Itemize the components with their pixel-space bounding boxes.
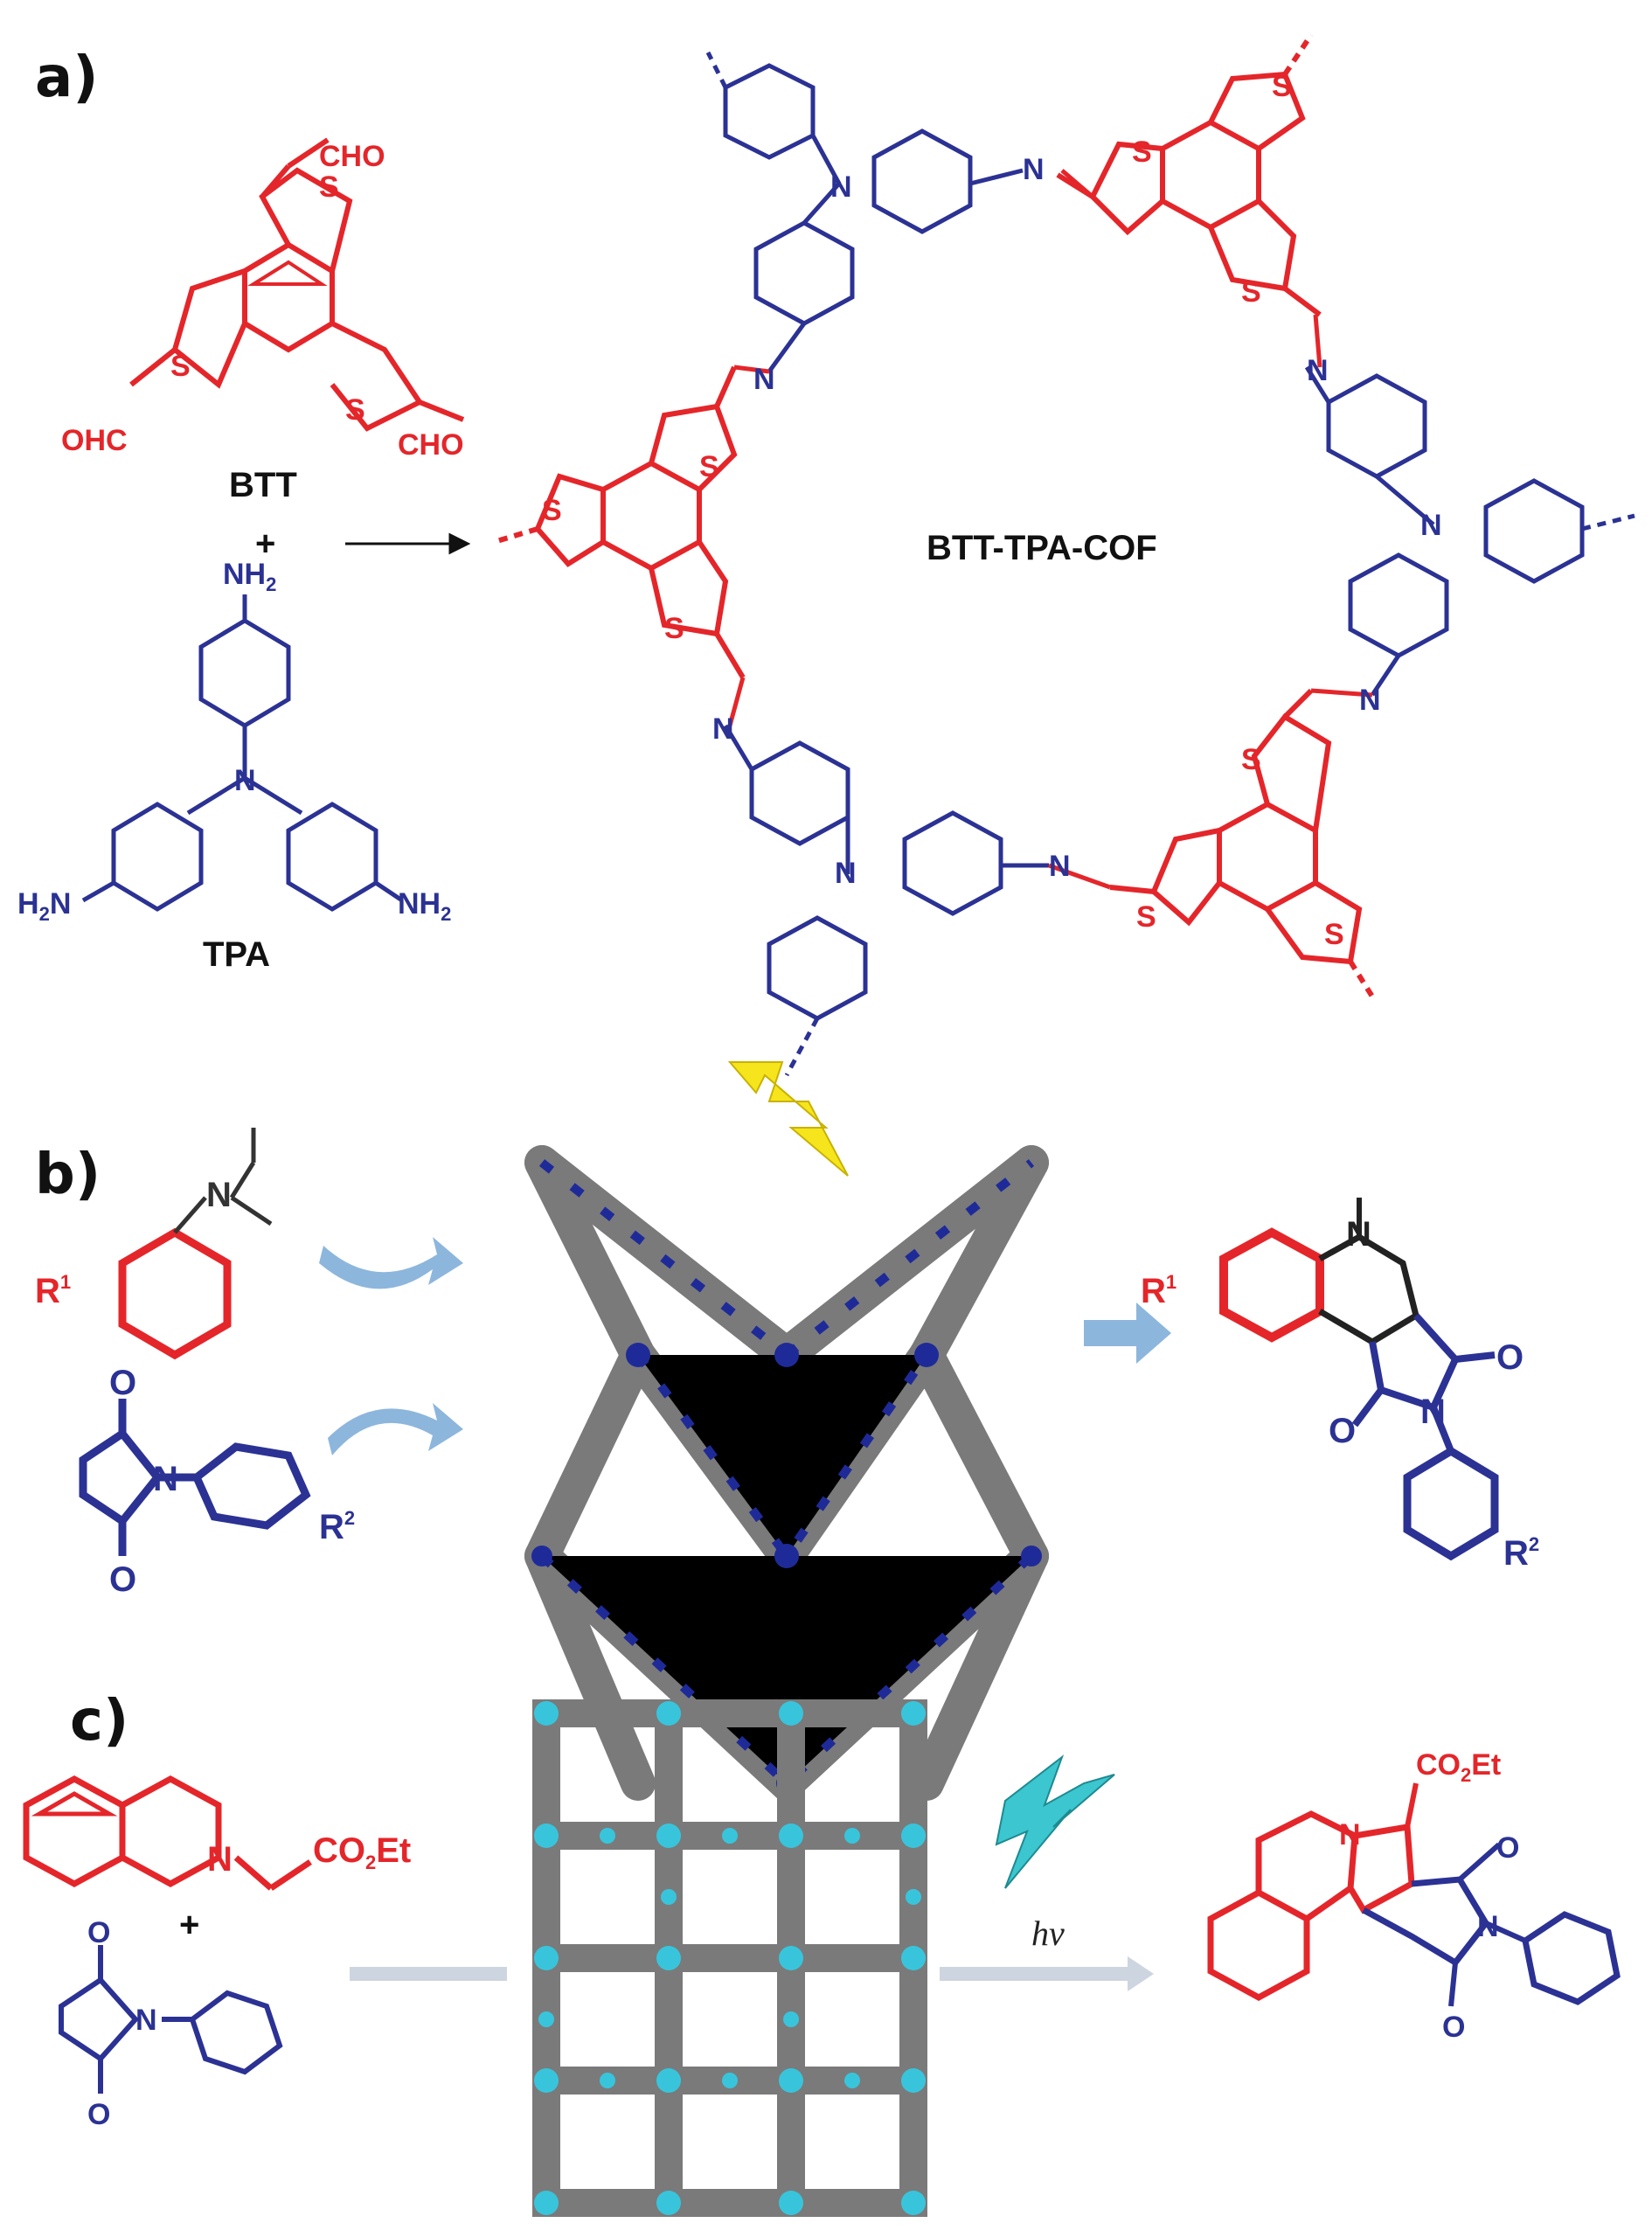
- btt-cho-right: CHO: [398, 428, 464, 462]
- btt-s-left: S: [170, 350, 191, 383]
- btt-labels: S S S CHO OHC CHO: [61, 140, 464, 462]
- cof-ring-imine-links: [727, 169, 1373, 890]
- thiq-ester-structure: [23, 1775, 312, 1891]
- n-phenylmaleimide-labels: O O N: [87, 1916, 157, 2131]
- btt-cho-top: CHO: [319, 140, 385, 173]
- cof-n-2: N: [1023, 153, 1045, 186]
- cof-n-5: N: [1420, 509, 1442, 542]
- curved-arrow-top: [319, 1237, 463, 1289]
- c-product-o-bottom: O: [1442, 2011, 1465, 2044]
- btt-monomer: [129, 137, 465, 432]
- b-product-n-ring: N: [1346, 1215, 1371, 1254]
- cof-n-8: N: [835, 857, 857, 890]
- c-product-ester: CO2Et: [1416, 1748, 1501, 1786]
- tpa-nh2-top: NH2: [223, 558, 276, 595]
- b-maleimide-o-top: O: [109, 1364, 136, 1402]
- cof-s-1: S: [1272, 70, 1292, 103]
- cof-n-3: N: [753, 363, 775, 396]
- cof-n-1: N: [830, 170, 852, 204]
- tpa-labels: N NH2 H2N NH2: [17, 558, 451, 925]
- c-maleimide-o-top: O: [87, 1916, 110, 1949]
- n-phenylmaleimide-structure: [59, 1945, 283, 2094]
- product-arrow-b: [1084, 1303, 1171, 1364]
- panel-c-label: c): [70, 1689, 128, 1754]
- grey-arrow-left: [350, 1967, 507, 1981]
- c-product-n-ring: N: [1339, 1818, 1361, 1851]
- b-maleimide-o-bottom: O: [109, 1560, 136, 1599]
- maleimide-structure: [79, 1399, 311, 1556]
- panel-b-label: b): [35, 1143, 101, 1207]
- hv-label: hν: [1031, 1914, 1065, 1953]
- cof-3d-framework: [524, 1145, 1049, 1808]
- dimethylaniline-structure: N R1: [35, 1128, 273, 1360]
- tpa-h2n-left: H2N: [17, 887, 71, 925]
- c-thiq-ester: CO2Et: [313, 1831, 411, 1873]
- cof-s-5: S: [542, 494, 562, 527]
- cof-n-7: N: [712, 712, 734, 746]
- tpa-n-center: N: [234, 764, 256, 797]
- reaction-arrow-a: [345, 532, 471, 555]
- tpa-nh2-right: NH2: [398, 887, 451, 925]
- b-r2-product: R2: [1503, 1533, 1539, 1573]
- product-b-structure: N N O O R1 R2: [1141, 1198, 1539, 1573]
- b-aniline-n: N: [206, 1176, 232, 1214]
- b-product-n-imide: N: [1420, 1393, 1446, 1431]
- cof-ring-atom-labels: N N N N N N N N N S S S S S S S S S: [542, 70, 1442, 951]
- cof-ring-blue: [705, 51, 1635, 1077]
- tpa-monomer: [81, 594, 404, 912]
- b-maleimide-n: N: [153, 1460, 178, 1498]
- cof-s-8: S: [1136, 900, 1156, 934]
- panel-a-label: a): [35, 45, 98, 110]
- cof-s-2: S: [1132, 135, 1152, 169]
- cof-n-6: N: [1359, 684, 1381, 717]
- cof-name: BTT-TPA-COF: [927, 529, 1157, 567]
- cof-n-4: N: [1307, 354, 1329, 387]
- cof-s-7: S: [1241, 743, 1261, 776]
- maleimide-labels: O O N R2: [109, 1364, 355, 1599]
- b-product-o-right: O: [1496, 1338, 1524, 1377]
- grey-arrow-right: [940, 1956, 1154, 1991]
- cof-s-4: S: [699, 450, 719, 483]
- btt-ohc-left: OHC: [61, 424, 128, 457]
- cof-n-9: N: [1049, 850, 1071, 883]
- plus-sign-c: +: [179, 1906, 199, 1944]
- b-r1-reactant: R1: [35, 1271, 71, 1310]
- lightning-bolt-icon: [727, 1061, 849, 1177]
- plus-sign-a: +: [255, 525, 275, 563]
- thiq-labels: N CO2Et: [207, 1831, 411, 1879]
- b-product-o-left: O: [1329, 1412, 1356, 1450]
- cof-s-9: S: [1324, 918, 1344, 951]
- cof-s-6: S: [664, 612, 684, 645]
- product-c-structure: N CO2Et O O N: [1207, 1748, 1621, 2044]
- c-product-n-imide: N: [1477, 1910, 1499, 1943]
- btt-name: BTT: [229, 466, 297, 504]
- cof-ring-red: [493, 33, 1375, 998]
- btt-s-top: S: [319, 170, 339, 204]
- b-r2-reactant: R2: [319, 1507, 355, 1546]
- cof-2d-lattice: [532, 1699, 927, 2217]
- lightning-bolt-teal-icon: [995, 1754, 1115, 1889]
- cof-s-3: S: [1241, 275, 1261, 309]
- tpa-name: TPA: [203, 935, 270, 974]
- curved-arrow-bottom: [328, 1403, 463, 1455]
- btt-s-right: S: [345, 393, 365, 427]
- c-product-o-top: O: [1496, 1831, 1519, 1865]
- c-thiq-n: N: [207, 1840, 233, 1879]
- b-r1-product: R1: [1141, 1271, 1177, 1310]
- c-maleimide-o-bottom: O: [87, 2098, 110, 2131]
- c-maleimide-n: N: [135, 2004, 157, 2037]
